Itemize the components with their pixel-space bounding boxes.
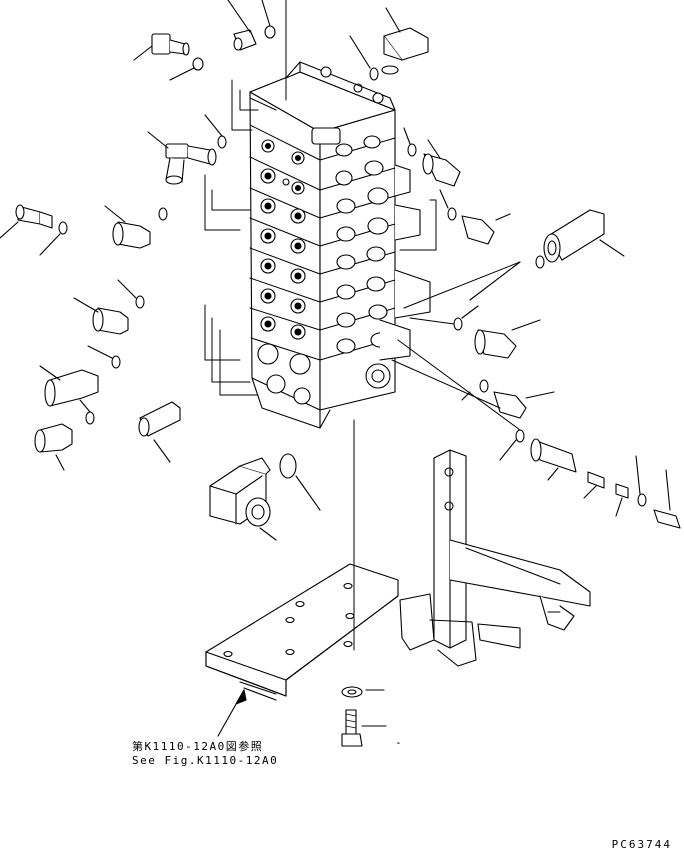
leader-lines-right [391,261,521,431]
connector-top [227,0,257,51]
drawing-code: PC63744 [611,838,672,851]
callout-dash: - [395,736,404,749]
elbow-fitting-top-right [381,7,429,75]
plug-bottom-left [34,423,73,471]
reference-note-japanese: 第K1110-12A0図参照 [132,740,264,753]
hex-bolt [341,709,387,747]
elbow-fitting-lower-right [493,391,555,419]
elbow-fitting-top-left [133,33,190,61]
leader-lines-left [204,0,437,396]
reference-arrow [217,689,247,737]
plug-long-right [530,438,577,481]
relief-valve-right [543,209,625,263]
tee-fitting [147,114,227,185]
solenoid-block [209,453,321,541]
o-ring [264,25,276,39]
right-components [349,7,681,529]
reference-note-english: See Fig.K1110-12A0 [132,754,279,767]
mounting-bracket [205,449,591,701]
washer [341,686,385,698]
control-valve-assembly [249,61,431,429]
left-components [0,0,321,541]
nipple-fitting-upper [104,205,168,249]
plug-right-mid [474,319,541,359]
small-spring-parts [583,455,681,529]
union-fitting [0,204,68,256]
cartridge [138,401,181,463]
elbow-fitting-mid-right [461,213,511,245]
check-valve-right [422,139,461,187]
relief-valve-long [39,365,99,407]
nipple-fitting-lower [73,279,145,335]
